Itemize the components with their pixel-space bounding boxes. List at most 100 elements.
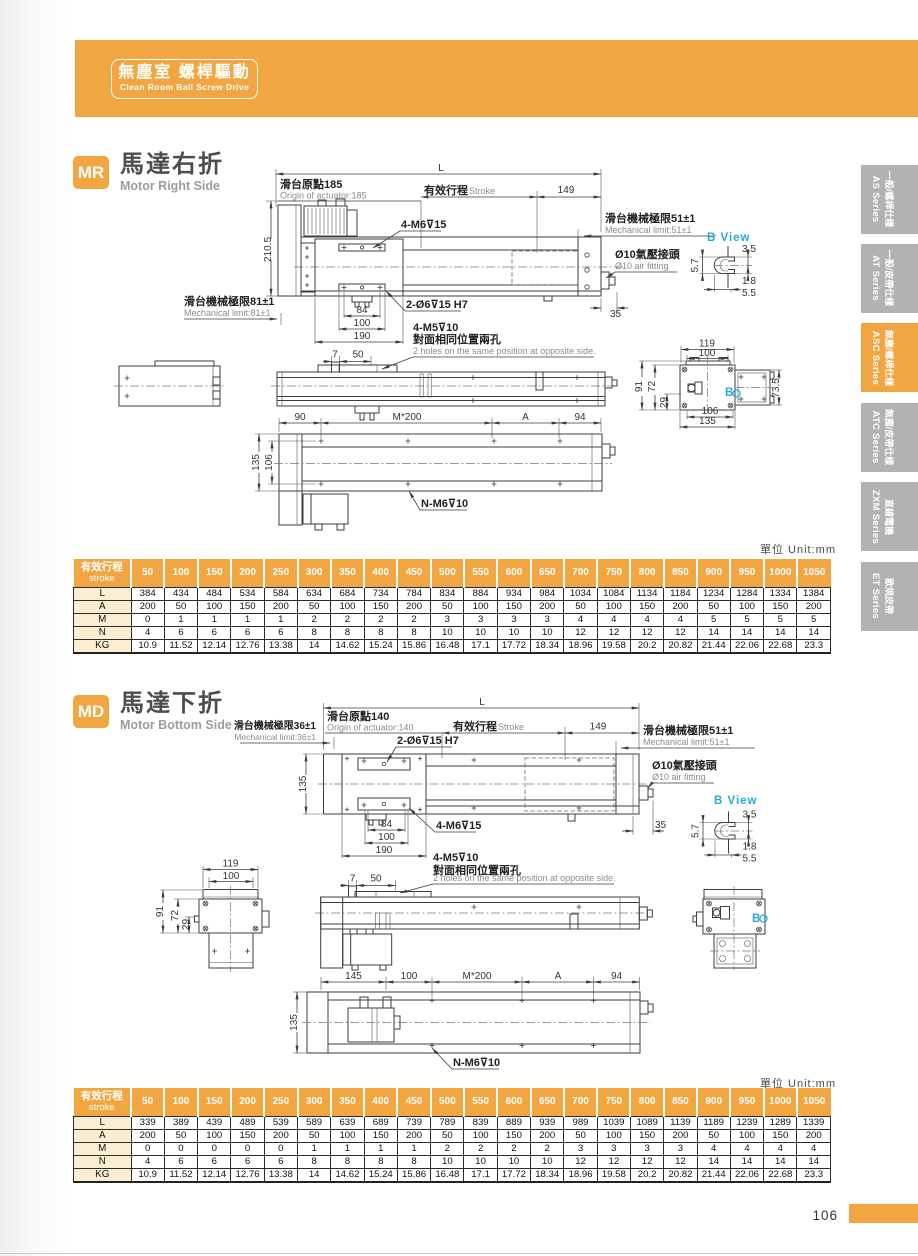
table-cell: 10 [496,1154,532,1169]
table-cell: 1184 [663,586,698,601]
table-cell: 0 [197,1141,232,1156]
table-cell: 12.76 [230,1167,265,1183]
sidebar-tab-label-zh: 無塵/皮帶仕樣 [884,408,894,466]
table-cell: 150 [629,1128,665,1143]
table-cell: 12 [663,1154,698,1169]
table-cell: 200 [130,599,165,614]
mr-end-119: 119 [699,339,715,350]
table-cell: 22.68 [763,638,798,654]
table-header-cell: 600 [496,559,531,587]
table-cell: 1339 [796,1115,831,1130]
table-cell: 6 [197,1154,232,1169]
md-label-2o6: 2-Ø6⊽15 H7 [397,735,459,747]
table-cell: 50 [563,1128,598,1143]
mr-bview-1-8: 1.8 [742,276,756,287]
md-dim-35: 35 [655,820,667,831]
table-cell: 200 [130,1128,165,1143]
table-cell: 884 [463,586,498,601]
table-cell: 4 [729,1141,765,1156]
table-cell: 539 [263,1115,299,1130]
table-cell: 200 [663,599,698,614]
table-cell: 100 [596,599,631,614]
mr-end-73-5: 73.5 [771,378,782,398]
dim-100: 100 [354,318,371,329]
table-cell: 14 [763,1154,798,1169]
table-cell: 14 [296,638,332,654]
table-cell: 834 [430,586,465,601]
table-header-cell: 950 [729,1088,764,1116]
table-header-cell: 750 [596,559,631,587]
table-cell: 8 [296,1154,332,1169]
table-cell: 13.38 [263,1167,299,1183]
mr-end-29: 29 [659,397,670,409]
mr-bview-5-7: 5.7 [690,258,701,272]
table-cell: 13.38 [263,638,299,654]
table-cell: 50 [430,599,465,614]
table-row-label: A [73,599,132,614]
table-header-cell: 300 [296,559,331,587]
table-header-cell: 700 [562,559,598,587]
table-cell: 12.14 [197,1167,232,1183]
table-cell: 1139 [663,1115,698,1130]
table-cell: 1334 [763,586,798,601]
table-cell: 4 [763,1141,798,1156]
table-header-cell: 300 [296,1088,331,1116]
label-mech-left-zh: 滑台機械極限81±1 [184,294,274,308]
table-cell: 339 [130,1115,165,1130]
table-cell: 0 [230,1141,265,1156]
section-md-badge: MD [73,695,109,728]
mr-bot-106: 106 [264,454,275,471]
table-cell: 4 [596,612,631,627]
table-cell: 3 [496,612,532,627]
table-cell: 1 [363,1141,398,1156]
table-cell: 389 [163,1115,199,1130]
table-header-cell: 450 [396,559,431,587]
md-bot-94: 94 [611,971,623,982]
md-bview-5-7: 5.7 [691,824,702,838]
table-header-cell: 100 [163,559,198,587]
table-cell: 20.2 [629,1167,665,1183]
table-cell: 10.9 [130,638,165,654]
table-cell: 150 [496,599,532,614]
dim-210-5: 210.5 [263,237,274,262]
page-edge-shade [0,0,70,1256]
table-cell: 12 [629,625,665,640]
table-cell: 789 [430,1115,465,1130]
table-header-cell: 400 [363,559,398,587]
table-cell: 2 [296,612,332,627]
table-header-cell: 250 [263,559,298,587]
label-origin-en: Origin of actuator:185 [280,191,367,201]
table-cell: 2 [430,1141,465,1156]
table-cell: 12 [596,625,631,640]
md-bot-m200: M*200 [463,971,492,982]
table-cell: 150 [363,1128,398,1143]
table-cell: 634 [296,586,332,601]
table-cell: 23.3 [796,1167,831,1183]
unit-label-md: 單位 Unit:mm [760,1078,836,1090]
table-cell: 18.96 [563,1167,598,1183]
table-cell: 150 [496,1128,532,1143]
table-header-cell: 500 [429,559,464,587]
table-cell: 8 [330,1154,365,1169]
table-cell: 23.3 [796,638,831,654]
label-mech-right-en: Mechanical limit:51±1 [605,225,691,235]
table-cell: 10 [496,625,532,640]
table-cell: 0 [130,1141,165,1156]
table-header-cell: 50 [130,1088,165,1116]
table-cell: 200 [796,599,831,614]
table-cell: 2 [330,612,365,627]
